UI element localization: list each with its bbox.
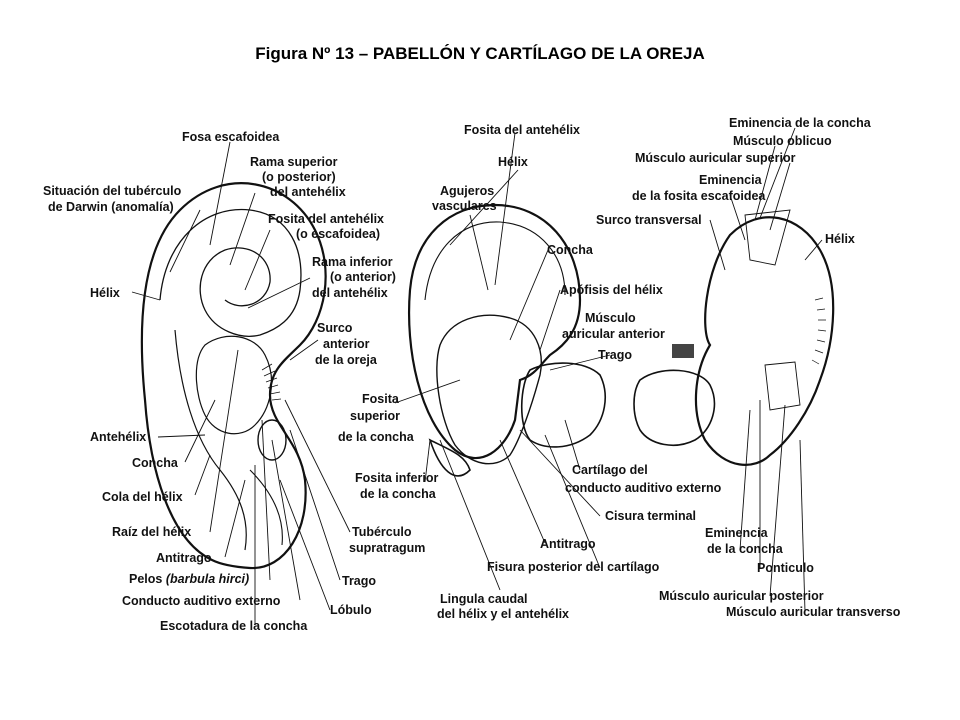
label-cola-helix: Cola del hélix [102,490,183,504]
label-musculo-posterior: Músculo auricular posterior [659,589,824,603]
label-raiz-helix: Raíz del hélix [112,525,191,539]
label-tuberculo-2: supratragum [349,541,425,555]
label-cartilago-1: Cartílago del [572,463,648,477]
label-surco-1: Surco [317,321,353,335]
label-eminencia-fosita-2: de la fosita escafoidea [632,189,766,203]
label-escotadura: Escotadura de la concha [160,619,308,633]
label-fosita-inferior-2: de la concha [360,487,437,501]
label-rama-inferior-2: (o anterior) [330,270,396,284]
middle-concha-bowl [436,314,542,465]
label-tuberculo-1: Tubérculo [352,525,412,539]
right-helix-fringe [811,297,827,365]
label-cartilago-2: conducto auditivo externo [565,481,722,495]
label-conducto-auditivo: Conducto auditivo externo [122,594,281,608]
label-rama-superior-1: Rama superior [250,155,338,169]
label-barbula: (barbula hirci) [166,572,249,586]
label-surco-3: de la oreja [315,353,378,367]
label-fosita-inferior-1: Fosita inferior [355,471,438,485]
label-fosita-superior-3: de la concha [338,430,415,444]
label-musculo-anterior-2: auricular anterior [562,327,665,341]
label-pelos: Pelos (barbula hirci) [129,572,249,586]
label-surco-transversal: Surco transversal [596,213,702,227]
label-agujeros-1: Agujeros [440,184,494,198]
label-antitrago-mid: Antitrago [540,537,596,551]
label-eminencia-concha-1: Eminencia [705,526,769,540]
label-rama-inferior-3: del antehélix [312,286,388,300]
middle-helix-ridge [424,221,566,301]
label-musculo-anterior-1: Músculo [585,311,636,325]
left-helix-rim [159,208,302,337]
left-tragus-hairs [261,363,282,401]
right-muscle-transverse [764,361,801,411]
label-darwin-2: de Darwin (anomalía) [48,200,174,214]
left-antihelix-ridge [174,329,247,551]
middle-lingula-tail [428,438,471,477]
label-ponticulo: Ponticulo [757,561,814,575]
label-rama-superior-2: (o posterior) [262,170,336,184]
middle-tragus-cartilage [520,362,606,448]
label-musculo-superior: Músculo auricular superior [635,151,796,165]
label-trago-mid: Trago [598,348,632,362]
label-surco-2: anterior [323,337,370,351]
label-lingula-2: del hélix y el antehélix [437,607,569,621]
label-fosita-superior-1: Fosita [362,392,400,406]
label-fosita-superior-2: superior [350,409,400,423]
label-fosita-antehelix-2: (o escafoidea) [296,227,380,241]
label-musculo-transverso: Músculo auricular transverso [726,605,901,619]
right-cartilage-outline [694,216,835,466]
right-tragus-cartilage [633,369,716,446]
label-concha-left: Concha [132,456,179,470]
label-antehelix-left: Antehélix [90,430,146,444]
figure-title: Figura Nº 13 – PABELLÓN Y CARTÍLAGO DE L… [255,44,705,63]
label-fosita-antehelix-mid: Fosita del antehélix [464,123,580,137]
label-rama-inferior-1: Rama inferior [312,255,393,269]
label-darwin-1: Situación del tubérculo [43,184,182,198]
right-muscle-oblique [744,209,791,266]
label-fisura: Fisura posterior del cartílago [487,560,660,574]
leader-lines [131,127,823,625]
left-concha-cavity [195,335,273,435]
label-lingula-1: Lingula caudal [440,592,528,606]
left-lobule-fold [249,469,283,546]
label-lobulo: Lóbulo [330,603,372,617]
label-eminencia-concha-top: Eminencia de la concha [729,116,872,130]
labels: Fosa escafoidea Rama superior (o posteri… [43,116,901,633]
label-concha-mid: Concha [547,243,594,257]
left-ear-canal [257,419,287,461]
label-musculo-oblicuo: Músculo oblicuo [733,134,832,148]
middle-cartilage-outline [407,203,582,460]
label-eminencia-concha-2: de la concha [707,542,784,556]
label-apofisis: Apófisis del hélix [560,283,663,297]
middle-cartilage-drawing [407,203,606,477]
right-anterior-muscle-stub [672,344,694,358]
label-rama-superior-3: del antehélix [270,185,346,199]
label-trago-left: Trago [342,574,376,588]
label-cisura: Cisura terminal [605,509,696,523]
label-helix-mid: Hélix [498,155,528,169]
label-antitrago-left: Antitrago [156,551,212,565]
label-helix-right: Hélix [825,232,855,246]
label-fosa-escafoidea: Fosa escafoidea [182,130,280,144]
label-helix-left: Hélix [90,286,120,300]
label-fosita-antehelix-1: Fosita del antehélix [268,212,384,226]
label-agujeros-2: vasculares [432,199,497,213]
label-eminencia-fosita-1: Eminencia [699,173,763,187]
